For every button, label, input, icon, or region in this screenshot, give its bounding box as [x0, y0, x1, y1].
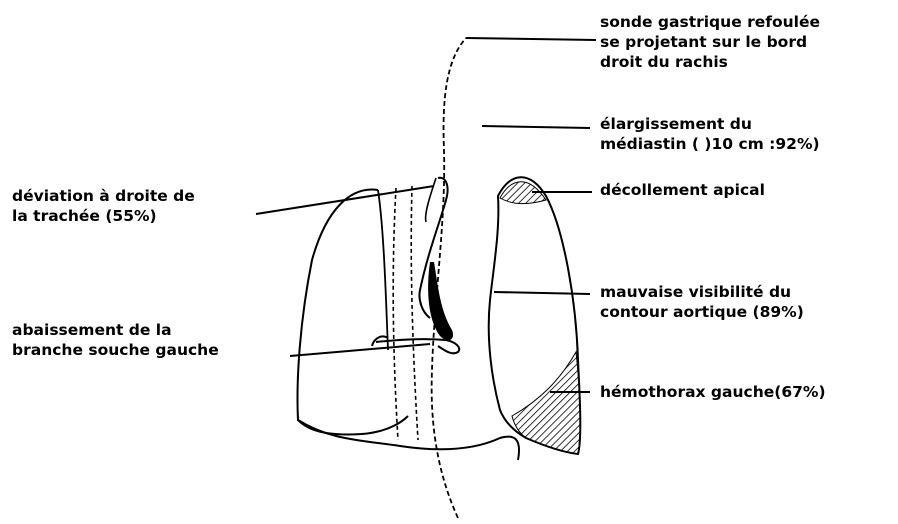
label-line: se projetant sur le bord [600, 32, 820, 52]
gastric-tube [432, 38, 466, 518]
label-line: sonde gastrique refoulée [600, 12, 820, 32]
spine-border-left [393, 188, 398, 440]
leader-abaissement [290, 344, 430, 356]
label-mauvaise-visibilite: mauvaise visibilité du contour aortique … [600, 282, 804, 322]
leader-sonde [466, 38, 596, 40]
label-line: décollement apical [600, 180, 765, 200]
aortic-knob [428, 262, 453, 340]
label-line: contour aortique (89%) [600, 302, 804, 322]
right-lung-outline [298, 190, 408, 435]
label-line: abaissement de la [12, 320, 219, 340]
label-elargissement-mediastin: élargissement du médiastin ( )10 cm :92%… [600, 114, 820, 154]
trachea-top [426, 178, 436, 222]
label-line: mauvaise visibilité du [600, 282, 804, 302]
label-line: branche souche gauche [12, 340, 219, 360]
label-line: la trachée (55%) [12, 206, 195, 226]
label-hemothorax: hémothorax gauche(67%) [600, 382, 826, 402]
hemothorax-hatch [512, 352, 580, 454]
label-abaissement-bronche: abaissement de la branche souche gauche [12, 320, 219, 360]
leader-mauvaise [494, 292, 590, 294]
right-mediastinal-border [378, 190, 388, 350]
label-line: médiastin ( )10 cm :92%) [600, 134, 820, 154]
label-line: élargissement du [600, 114, 820, 134]
leader-deviation [256, 186, 434, 214]
label-line: déviation à droite de [12, 186, 195, 206]
diaphragm [298, 420, 519, 460]
label-line: droit du rachis [600, 52, 820, 72]
label-decollement-apical: décollement apical [600, 180, 765, 200]
label-deviation-trachee: déviation à droite de la trachée (55%) [12, 186, 195, 226]
label-sonde-gastrique: sonde gastrique refoulée se projetant su… [600, 12, 820, 72]
label-line: hémothorax gauche(67%) [600, 382, 826, 402]
leader-elargissement [482, 126, 590, 128]
spine-border-right [411, 186, 418, 440]
